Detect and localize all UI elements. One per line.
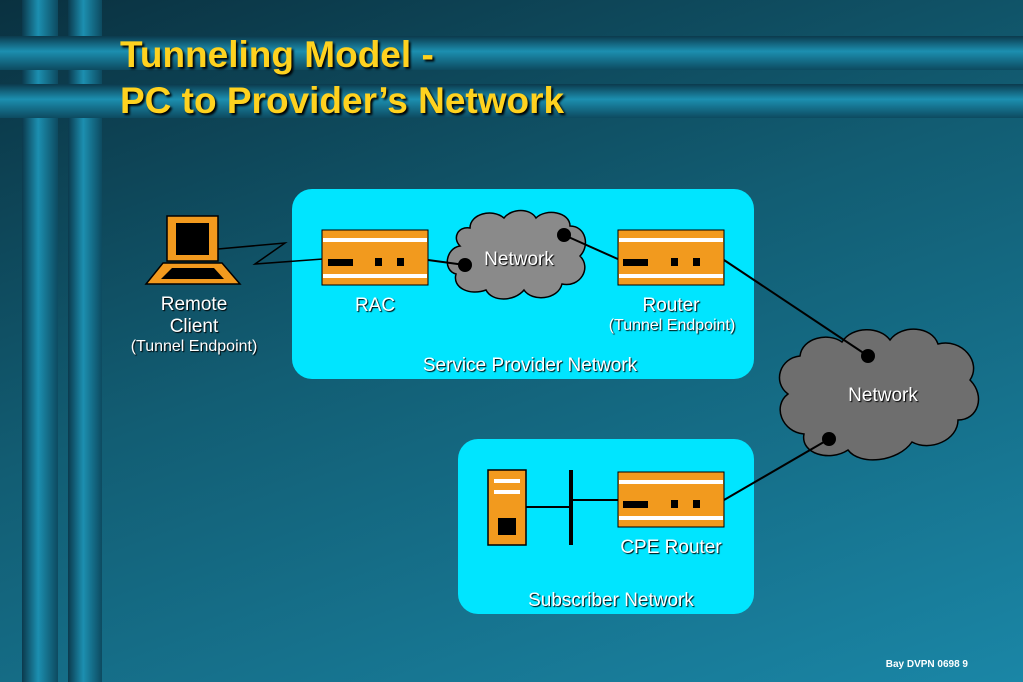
- outer-network-to-cpe-line: [723, 438, 830, 501]
- rac-device-icon: [321, 229, 429, 286]
- network-to-router-line: [563, 234, 621, 261]
- subscriber-network-label: Subscriber Network: [528, 590, 694, 611]
- rac-label: RAC: [354, 295, 396, 316]
- outer-network-cloud-icon: [778, 328, 980, 461]
- router-sublabel: (Tunnel Endpoint): [608, 317, 736, 334]
- decorative-horizontal-bar-2: [0, 84, 1023, 118]
- cpe-router-label: CPE Router: [620, 537, 722, 558]
- decorative-horizontal-bar-1: [0, 36, 1023, 70]
- slide-title: Tunneling Model - PC to Provider’s Netwo…: [120, 32, 564, 124]
- service-provider-network-label: Service Provider Network: [422, 355, 638, 376]
- remote-client-label: Remote Client: [134, 294, 254, 338]
- remote-client-sublabel: (Tunnel Endpoint): [130, 338, 258, 355]
- remote-client-label-line1: Remote: [160, 294, 228, 315]
- laptop-icon: [144, 215, 242, 285]
- cpe-router-device-icon: [617, 471, 725, 528]
- title-line-1: Tunneling Model -: [120, 34, 434, 75]
- router-device-icon: [617, 229, 725, 286]
- connector-dot-inner-right: [557, 228, 571, 242]
- server-icon: [487, 469, 527, 546]
- outer-network-label: Network: [848, 385, 918, 406]
- inner-network-label: Network: [484, 249, 554, 270]
- inner-network-cloud-icon: [446, 209, 587, 300]
- connector-dot-outer-bottom: [822, 432, 836, 446]
- footer-slide-number: Bay DVPN 0698 9: [885, 659, 968, 670]
- connector-dot-inner-left: [458, 258, 472, 272]
- dialup-link-line: [217, 242, 324, 265]
- connector-dot-outer-top: [861, 349, 875, 363]
- router-label: Router: [642, 295, 700, 316]
- router-to-outer-network-line: [723, 259, 869, 357]
- remote-client-label-line2: Client: [169, 316, 219, 337]
- title-line-2: PC to Provider’s Network: [120, 80, 565, 121]
